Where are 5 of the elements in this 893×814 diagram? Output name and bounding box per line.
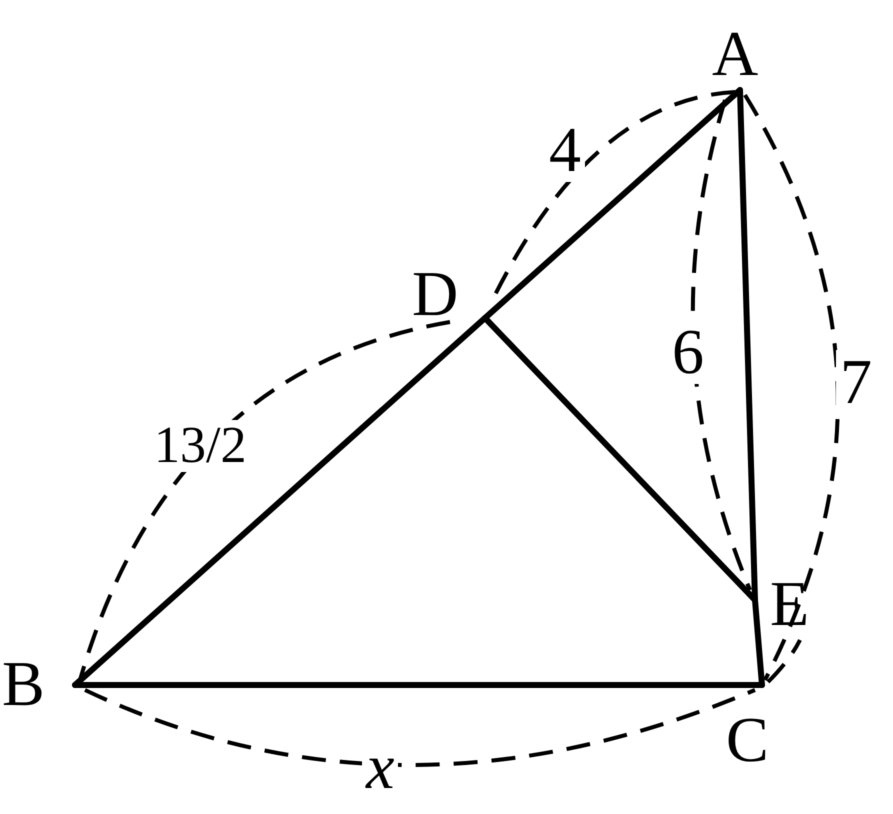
vertex-label: E (770, 572, 810, 636)
vertex-label: C (726, 708, 769, 772)
vertex-label: B (2, 652, 45, 716)
vertex-label: D (412, 262, 458, 326)
vertex-label: A (712, 22, 758, 86)
